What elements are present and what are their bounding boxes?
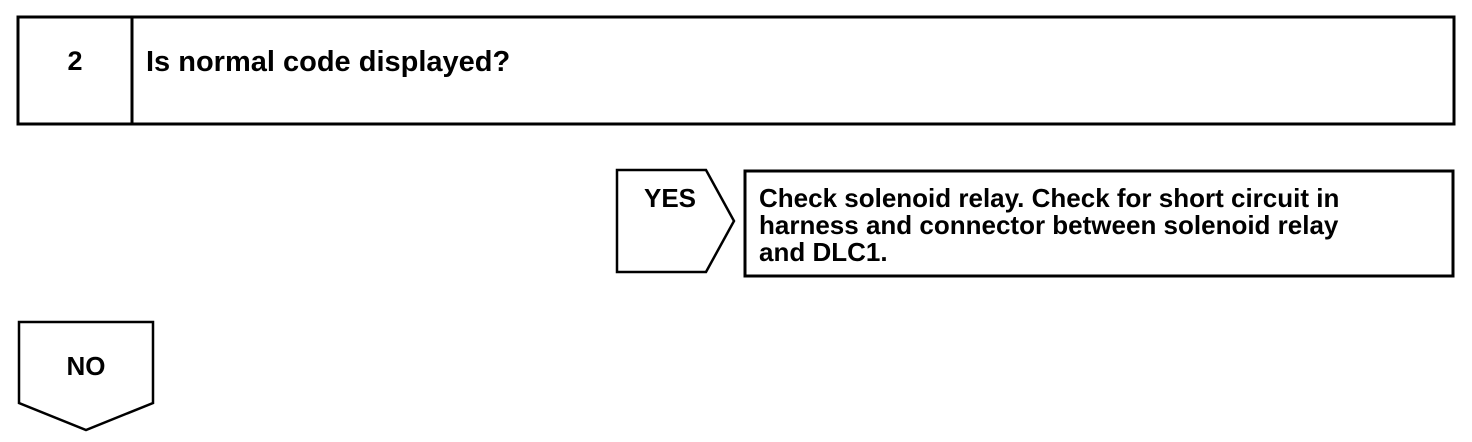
step-question: Is normal code displayed? bbox=[146, 46, 511, 78]
step-number: 2 bbox=[67, 46, 83, 76]
step-box bbox=[16, 15, 1456, 126]
yes-result-box bbox=[743, 169, 1455, 278]
yes-arrow bbox=[615, 168, 736, 274]
yes-result-line: harness and connector between solenoid r… bbox=[759, 210, 1339, 240]
yes-label: YES bbox=[644, 183, 697, 213]
no-arrow bbox=[17, 320, 155, 432]
no-label: NO bbox=[66, 351, 106, 381]
yes-result-line: and DLC1. bbox=[759, 237, 888, 267]
yes-result-line: Check solenoid relay. Check for short ci… bbox=[759, 183, 1340, 213]
yes-result-text: Check solenoid relay. Check for short ci… bbox=[759, 185, 1339, 266]
